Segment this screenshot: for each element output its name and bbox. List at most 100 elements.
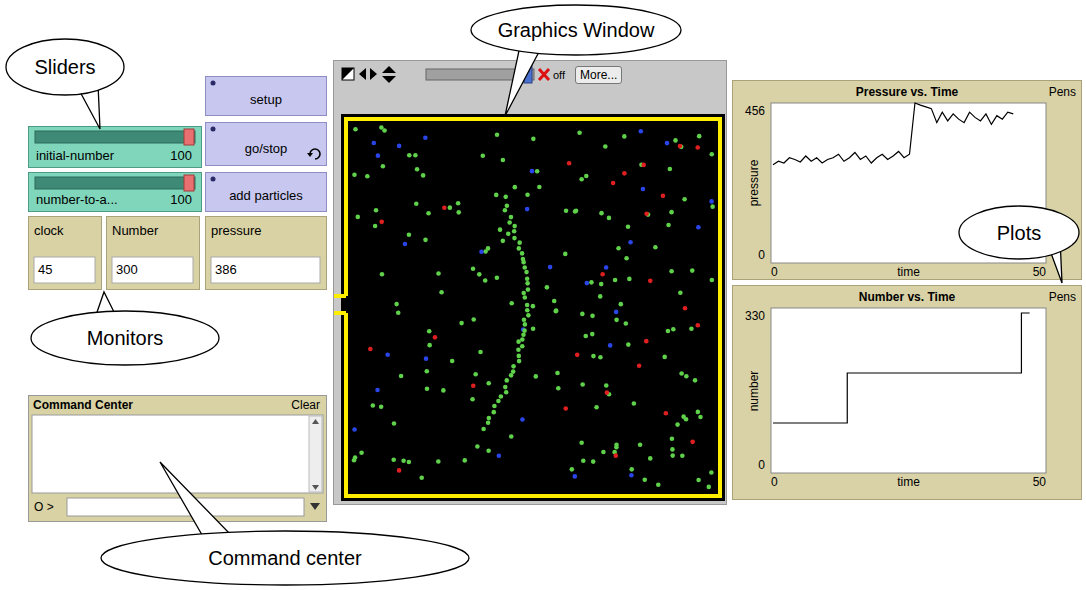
particle [661, 194, 666, 199]
button-label: go/stop [245, 141, 288, 157]
particle [607, 392, 612, 397]
particle [664, 411, 669, 416]
particle [567, 161, 572, 166]
particle [450, 359, 455, 364]
particle [459, 321, 464, 326]
particle [359, 451, 364, 456]
particle [494, 193, 499, 198]
particle [470, 397, 475, 402]
particle [614, 310, 619, 315]
particle [503, 385, 508, 390]
particle [523, 322, 528, 327]
particle [673, 138, 678, 143]
particle [516, 348, 521, 353]
x-min: 0 [771, 265, 778, 279]
particle [353, 455, 358, 460]
particle [481, 427, 486, 432]
particle [522, 328, 527, 333]
particle [683, 306, 688, 311]
plot-art [733, 81, 1083, 281]
particle [439, 290, 444, 295]
particle [629, 467, 634, 472]
y-axis-label: pressure [747, 160, 761, 207]
particle [473, 372, 478, 377]
button: setup [205, 76, 327, 116]
particle [697, 134, 702, 139]
particle [600, 272, 605, 277]
particle [641, 187, 646, 192]
callout-tail [160, 462, 232, 540]
particle [505, 203, 510, 208]
particle [521, 257, 526, 262]
particle [509, 301, 514, 306]
command-art [29, 396, 328, 523]
particle [355, 215, 360, 220]
particle [525, 276, 530, 281]
particle [709, 152, 714, 157]
particle [613, 278, 618, 283]
pens-label: Pens [1049, 85, 1076, 99]
y-min: 0 [758, 248, 765, 262]
particle [504, 378, 509, 383]
particle [579, 177, 584, 182]
particle [478, 350, 483, 355]
world-view [341, 114, 725, 501]
particle [486, 448, 491, 453]
particle [396, 310, 401, 315]
particle [573, 474, 578, 479]
more-button: More... [575, 66, 622, 84]
particle [696, 410, 701, 415]
particle [624, 256, 629, 261]
particle [392, 421, 397, 426]
particle [397, 144, 402, 149]
particle [638, 442, 643, 447]
callout-tail [95, 292, 115, 318]
particle [511, 369, 516, 374]
particle [517, 246, 522, 251]
slider-track [35, 131, 195, 143]
particle [513, 185, 518, 190]
particle [427, 343, 432, 348]
particle [522, 317, 527, 322]
particle [483, 278, 488, 283]
slider: number-to-a...100 [28, 172, 202, 212]
scrollbar [309, 416, 322, 492]
particle [709, 199, 714, 204]
particle [637, 363, 642, 368]
speed-slider [426, 69, 534, 80]
particle [619, 302, 624, 307]
particle [583, 334, 588, 339]
particle [397, 468, 402, 473]
toolbar-icon [359, 68, 366, 80]
slider-value: 100 [170, 148, 192, 164]
particle [670, 447, 675, 452]
particle [462, 458, 467, 463]
particle [525, 308, 530, 313]
particle [624, 321, 629, 326]
graphics-window: offMore... [333, 60, 727, 505]
particle [352, 172, 357, 177]
particle [512, 224, 517, 229]
particle [475, 444, 480, 449]
toolbar-icon [382, 76, 396, 83]
particle [371, 403, 376, 408]
output-area [32, 415, 323, 493]
particle [679, 145, 684, 150]
callout-bubble: Command center [100, 530, 470, 586]
slider-name: initial-number [36, 148, 114, 164]
particle [379, 220, 384, 225]
x-max: 50 [1033, 265, 1046, 279]
particle [599, 282, 604, 287]
particle [680, 454, 685, 459]
particle [401, 458, 406, 463]
toolbar-icon [382, 66, 396, 73]
particle [555, 371, 560, 376]
particle [545, 285, 550, 290]
plot: Pressure vs. TimePens456pressure00time50 [732, 80, 1082, 280]
particle [517, 354, 522, 359]
particle [590, 314, 595, 319]
particle [626, 342, 631, 347]
particle [531, 326, 536, 331]
particle [598, 294, 603, 299]
monitor-name: Number [112, 223, 158, 239]
